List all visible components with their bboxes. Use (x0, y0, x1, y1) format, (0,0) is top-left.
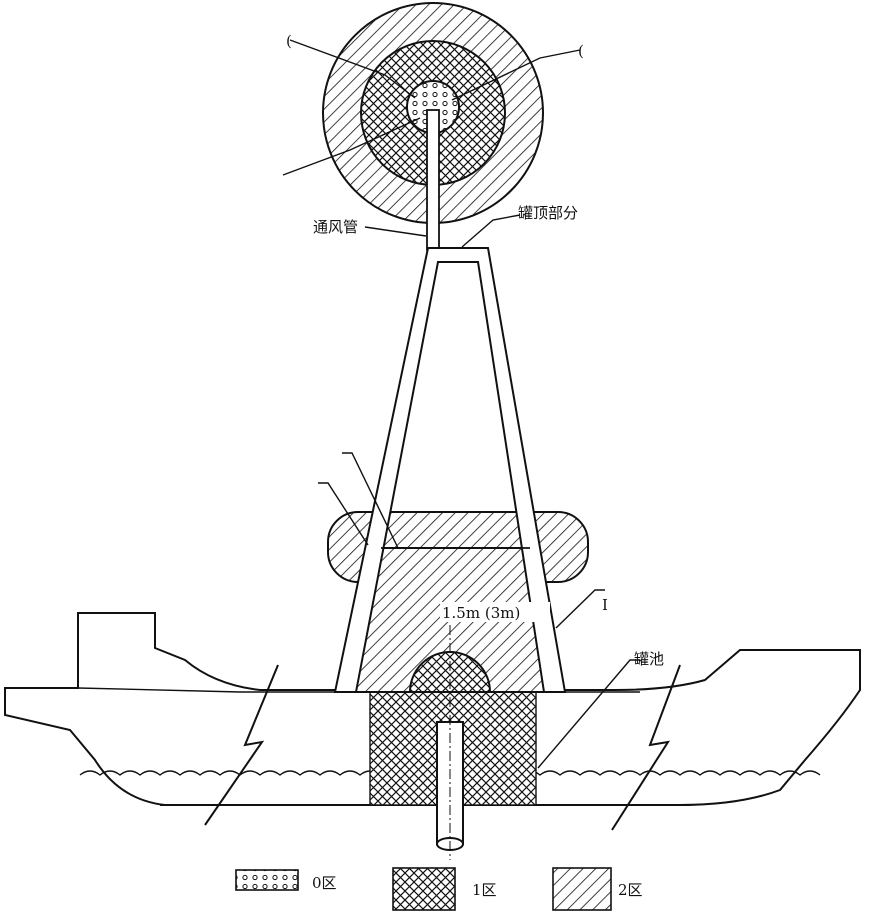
zone1-dome (408, 651, 492, 693)
break-marks (204, 664, 681, 831)
legend-item-zone0: 0区 (235, 869, 337, 892)
legend-swatch-cross (392, 867, 456, 911)
dimension-label-box (440, 602, 550, 622)
drain-pipe (436, 625, 464, 860)
label-right-mark: I (602, 596, 608, 614)
label-dimension: 1.5m (3m) (442, 604, 520, 622)
label-vent-pipe: 通风管 (313, 218, 358, 236)
tank-leaders (318, 452, 640, 769)
tapered-frame (333, 247, 567, 693)
legend-label-zone0: 0区 (312, 874, 337, 892)
legend-label-zone2: 2区 (618, 881, 643, 899)
legend-item-zone2: 2区 (552, 867, 643, 911)
label-top-right: ( (578, 42, 584, 60)
top-leaders (282, 39, 581, 248)
label-top-left: ( (286, 32, 292, 50)
label-right-lower: 罐池 (634, 650, 664, 668)
legend: 0区 1区 2区 (235, 867, 643, 911)
legend-swatch-dots (235, 869, 299, 891)
legend-item-zone1: 1区 (392, 867, 497, 911)
legend-swatch-hatch (552, 867, 612, 911)
label-top-part: 罐顶部分 (518, 204, 578, 222)
legend-label-zone1: 1区 (472, 881, 497, 899)
vent-pipe (426, 109, 440, 251)
